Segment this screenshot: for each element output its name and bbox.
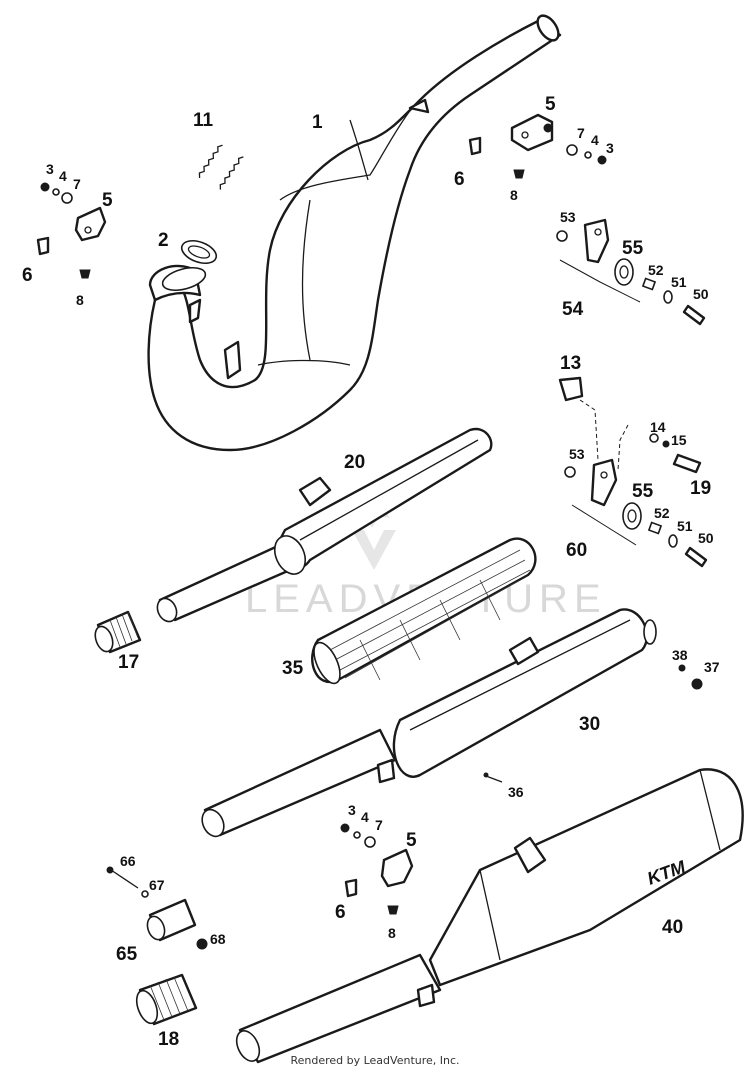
callout-2: 2 xyxy=(158,230,169,251)
callout-4: 4 xyxy=(361,809,369,825)
springs xyxy=(198,144,244,190)
callout-17: 17 xyxy=(118,652,139,673)
callout-5: 5 xyxy=(406,830,417,851)
callout-7: 7 xyxy=(375,817,383,833)
callout-53: 53 xyxy=(560,209,576,225)
expansion-chamber xyxy=(147,14,562,452)
fastener-group-38-37-36 xyxy=(483,664,703,783)
callout-20: 20 xyxy=(344,452,365,473)
callout-30: 30 xyxy=(579,714,600,735)
callout-18: 18 xyxy=(158,1029,179,1050)
callout-37: 37 xyxy=(704,659,720,675)
callout-3: 3 xyxy=(606,140,614,156)
callout-15: 15 xyxy=(671,432,687,448)
callout-35: 35 xyxy=(282,658,304,679)
footer-credit: Rendered by LeadVenture, Inc. xyxy=(290,1054,460,1067)
callout-55: 55 xyxy=(622,238,644,259)
callout-65: 65 xyxy=(116,944,138,965)
callout-labels: 1 2 11 3 4 7 5 6 8 5 7 4 3 6 8 53 55 52 … xyxy=(22,94,720,1050)
callout-7: 7 xyxy=(73,176,81,192)
callout-5: 5 xyxy=(102,190,113,211)
callout-8: 8 xyxy=(388,925,396,941)
callout-38: 38 xyxy=(672,647,688,663)
callout-40: 40 xyxy=(662,917,683,938)
rubber-sleeve-18 xyxy=(135,973,198,1026)
ring-gasket xyxy=(180,239,218,265)
callout-66: 66 xyxy=(120,853,136,869)
callout-8: 8 xyxy=(510,187,518,203)
callout-4: 4 xyxy=(59,168,67,184)
callout-5: 5 xyxy=(545,94,556,115)
watermark-v-icon xyxy=(352,530,396,570)
callout-51: 51 xyxy=(671,274,687,290)
callout-36: 36 xyxy=(508,784,524,800)
silencer-30 xyxy=(201,608,657,838)
clamp-assembly-54 xyxy=(556,218,706,326)
callout-6: 6 xyxy=(22,265,33,286)
callout-3: 3 xyxy=(348,802,356,818)
callout-4: 4 xyxy=(591,132,599,148)
silencer-20 xyxy=(156,427,493,623)
callout-13: 13 xyxy=(560,353,581,374)
callout-6: 6 xyxy=(454,169,465,190)
callout-51: 51 xyxy=(677,518,693,534)
callout-50: 50 xyxy=(693,286,709,302)
bracket-group-left xyxy=(36,182,107,279)
callout-6: 6 xyxy=(335,902,346,923)
callout-60: 60 xyxy=(566,540,587,561)
callout-55: 55 xyxy=(632,481,654,502)
callout-7: 7 xyxy=(577,125,585,141)
callout-52: 52 xyxy=(654,505,670,521)
callout-3: 3 xyxy=(46,161,54,177)
callout-8: 8 xyxy=(76,292,84,308)
callout-54: 54 xyxy=(562,299,584,320)
callout-50: 50 xyxy=(698,530,714,546)
callout-11: 11 xyxy=(193,110,214,131)
callout-67: 67 xyxy=(149,877,165,893)
clamp-assembly-60 xyxy=(558,376,708,568)
silencer-packing-35 xyxy=(311,537,537,685)
bracket-group-lower xyxy=(340,823,414,915)
bracket-group-right xyxy=(468,113,607,179)
callout-68: 68 xyxy=(210,931,226,947)
callout-52: 52 xyxy=(648,262,664,278)
callout-19: 19 xyxy=(690,478,711,499)
clamp-parts-65-68 xyxy=(106,866,208,950)
rubber-sleeve-17 xyxy=(94,610,142,654)
callout-14: 14 xyxy=(650,419,666,435)
callout-1: 1 xyxy=(312,112,323,133)
callout-53: 53 xyxy=(569,446,585,462)
